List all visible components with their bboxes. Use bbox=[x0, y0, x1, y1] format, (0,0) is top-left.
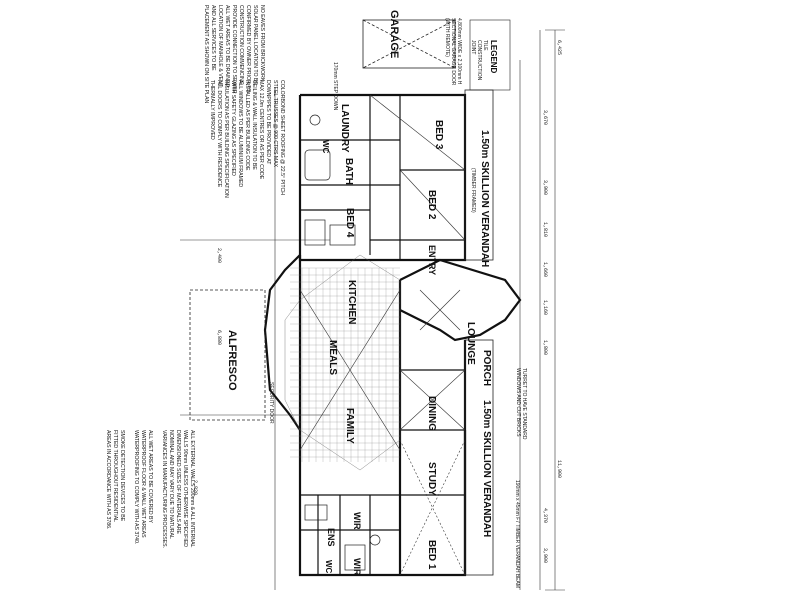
notes-right: NO EAVES FROM BRICKWORK SOLAR PANEL LOCA… bbox=[203, 5, 265, 104]
room-ens: ENS bbox=[326, 528, 336, 547]
room-bath: BATH bbox=[343, 158, 354, 186]
garage-area bbox=[362, 19, 456, 69]
dimension-lines bbox=[180, 29, 565, 591]
verandah-bottom: 1.50m SKILLION VERANDAH bbox=[481, 400, 492, 538]
room-meals: MEALS bbox=[327, 340, 338, 375]
dim-top-2: 3,900 bbox=[542, 180, 548, 196]
room-porch: PORCH bbox=[481, 350, 492, 387]
dim-top-5: 1,160 bbox=[542, 300, 548, 316]
room-study: STUDY bbox=[426, 462, 437, 496]
legend-title: LEGEND bbox=[489, 40, 498, 74]
dim-left-2: 2,400 bbox=[216, 248, 222, 264]
room-bed4: BED 4 bbox=[344, 208, 355, 238]
dim-bottom-0: 3,900 bbox=[542, 548, 548, 564]
room-family: FAMILY bbox=[344, 408, 355, 444]
dim-top-0: 6,425 bbox=[556, 40, 562, 56]
verandah-top: 1.50m SKILLION VERANDAH bbox=[479, 130, 490, 268]
security-door-label: SECURITY DOOR bbox=[268, 382, 274, 424]
verandah-outline bbox=[189, 89, 494, 576]
room-laundry: LAUNDRY bbox=[339, 104, 350, 153]
room-bed3: BED 3 bbox=[433, 120, 444, 150]
verandah-top-sub: (TIMBER FRAMED) bbox=[470, 168, 476, 213]
dim-top-3: 1,810 bbox=[542, 222, 548, 238]
legend-box bbox=[469, 19, 511, 91]
turret-label: TURRET TO HAVE STANDARD WINDOWS AND CUT … bbox=[515, 368, 527, 440]
legend-item: TILE CONSTRUCTION JOINT bbox=[470, 40, 488, 81]
room-entry: ENTRY bbox=[427, 245, 437, 276]
room-dining: DINING bbox=[426, 396, 437, 431]
garage-door-label: 4,800mm WIDE x 2,100mm H SECTIONAL GARAG… bbox=[444, 18, 462, 86]
dim-left-1: 6,880 bbox=[216, 330, 222, 346]
dim-bottom-2: 11,900 bbox=[556, 460, 562, 479]
room-lounge: LOUNGE bbox=[465, 322, 476, 365]
room-wir-1: WIR bbox=[352, 512, 362, 530]
room-wc-1: WC bbox=[321, 140, 330, 154]
roof-lines bbox=[299, 94, 466, 576]
tile-grid bbox=[284, 254, 401, 471]
room-bed1: BED 1 bbox=[426, 540, 437, 570]
notes-left: ALL EXTERNAL WALLS 290mm & ALL INTERNAL … bbox=[105, 430, 195, 549]
dim-left-0: 2,820 bbox=[192, 480, 198, 496]
room-alfresco: ALFRESCO bbox=[226, 330, 238, 391]
room-kitchen: KITCHEN bbox=[346, 280, 357, 325]
room-wir-2: WIR bbox=[352, 558, 362, 576]
step-down-label: 170mm STEP DOWN bbox=[332, 62, 338, 111]
interior-walls bbox=[300, 95, 465, 575]
dim-bottom-1: 4,370 bbox=[542, 508, 548, 524]
room-wc-2: WC bbox=[324, 560, 333, 574]
dim-top-1: 3,670 bbox=[542, 110, 548, 126]
verandah-beam-label: 190mm x 45mm F7 TIMBER VERANDAH BEAM bbox=[514, 480, 520, 588]
dim-top-4: 1,660 bbox=[542, 262, 548, 278]
room-garage: GARAGE bbox=[388, 10, 400, 59]
dim-top-6: 1,800 bbox=[542, 340, 548, 356]
fixtures bbox=[304, 114, 381, 571]
room-bed2: BED 2 bbox=[426, 190, 437, 220]
